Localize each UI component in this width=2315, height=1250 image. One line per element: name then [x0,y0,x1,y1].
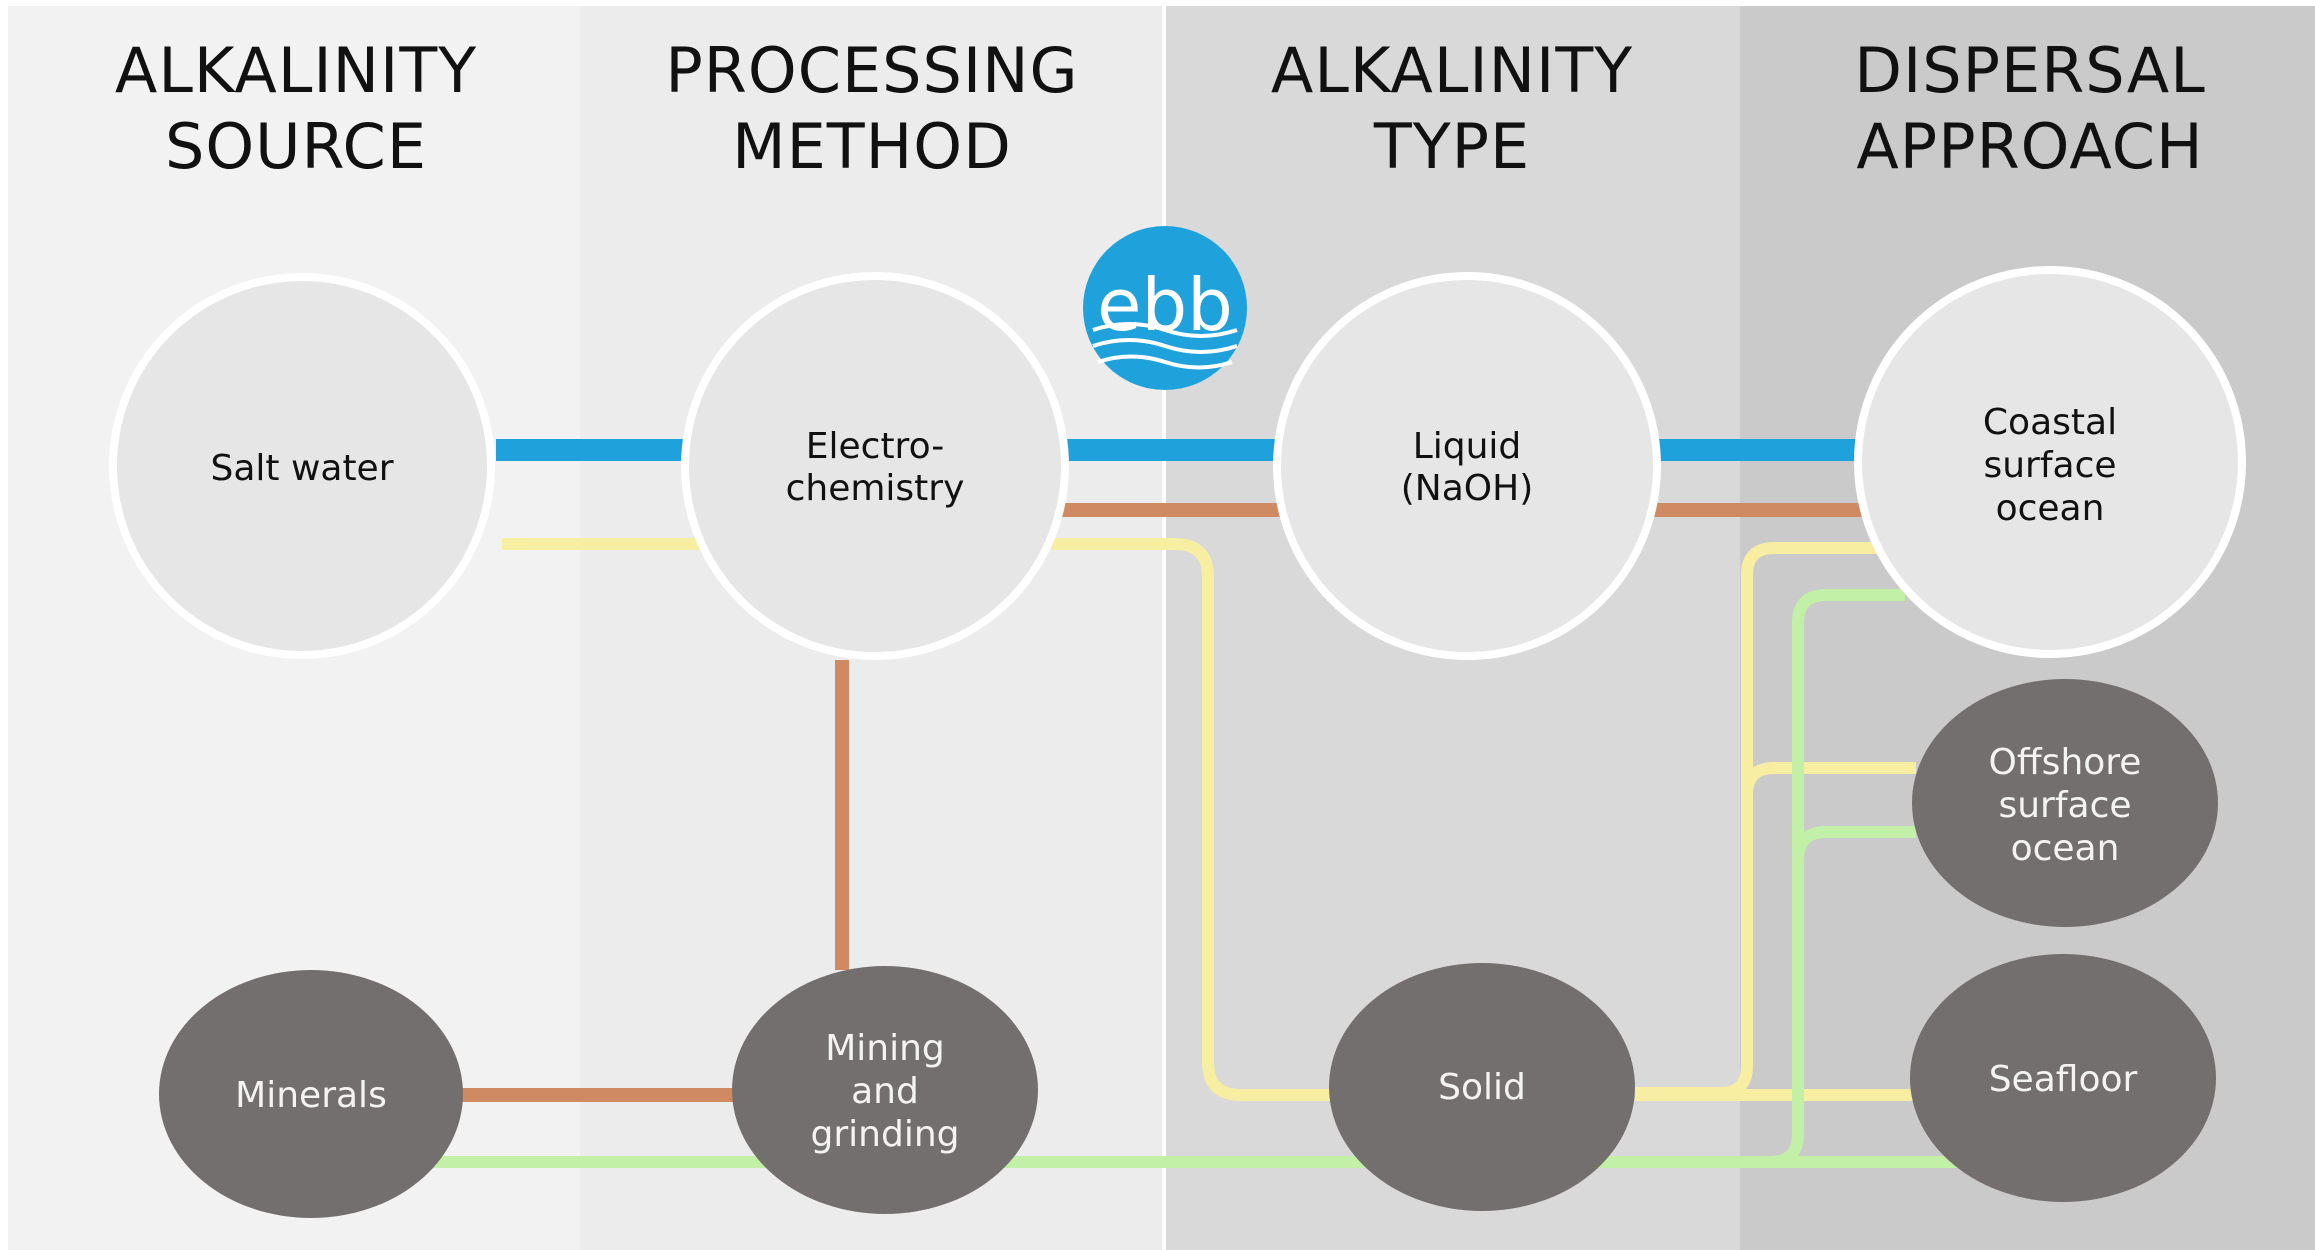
node-offshore: Offshore surface ocean [1912,679,2218,927]
column-header-source-line1: ALKALINITY [115,34,477,107]
node-offshore-line3: ocean [2011,828,2120,869]
node-salt-water: Salt water [109,273,495,659]
node-offshore-line1: Offshore [1989,742,2142,783]
column-header-type-line1: ALKALINITY [1271,34,1633,107]
node-coastal-line1: Coastal [1983,402,2117,443]
node-mining-line3: grinding [811,1114,960,1155]
node-seafloor-label: Seafloor [1989,1059,2138,1100]
node-salt-water-label: Salt water [210,448,393,489]
ebb-logo: ebb [1083,226,1247,390]
column-header-source-line2: SOURCE [165,110,427,183]
path-green-to-offshore [1792,826,1916,861]
column-header-dispersal-line2: APPROACH [1856,110,2203,183]
node-mining-line2: and [851,1071,919,1112]
path-green-to-coastal [1769,589,1905,1168]
column-divider [1162,6,1166,1250]
node-mining: Mining and grinding [732,966,1038,1214]
node-mining-line1: Mining [825,1028,945,1069]
column-header-processing-line1: PROCESSING [665,34,1078,107]
path-yellow-to-offshore [1741,762,1916,796]
node-coastal-line2: surface [1983,445,2116,486]
node-electrochemistry-line2: chemistry [786,468,965,509]
node-coastal-line3: ocean [1996,488,2105,529]
ebb-logo-text: ebb [1097,263,1233,347]
node-coastal: Coastal surface ocean [1854,266,2246,658]
node-liquid-line2: (NaOH) [1401,468,1534,509]
node-liquid-line1: Liquid [1413,426,1522,467]
node-solid-label: Solid [1438,1067,1526,1108]
node-seafloor: Seafloor [1910,954,2216,1202]
node-minerals: Minerals [159,970,463,1218]
wave-icon-2 [1092,338,1238,354]
column-header-processing-line2: METHOD [732,110,1012,183]
node-minerals-label: Minerals [235,1075,387,1116]
column-header-dispersal-line1: DISPERSAL [1854,34,2205,107]
wave-icon-3 [1097,354,1233,370]
node-solid: Solid [1329,963,1635,1211]
node-electrochemistry: Electro- chemistry [681,272,1069,660]
node-electrochemistry-line1: Electro- [806,426,945,467]
node-offshore-line2: surface [1998,785,2131,826]
path-yellow-liquid-to-solid [1052,538,1335,1101]
node-liquid: Liquid (NaOH) [1273,272,1661,660]
path-yellow-to-coastal [1635,542,1878,1099]
wave-icon [1092,322,1238,338]
column-header-type-line2: TYPE [1373,110,1530,183]
